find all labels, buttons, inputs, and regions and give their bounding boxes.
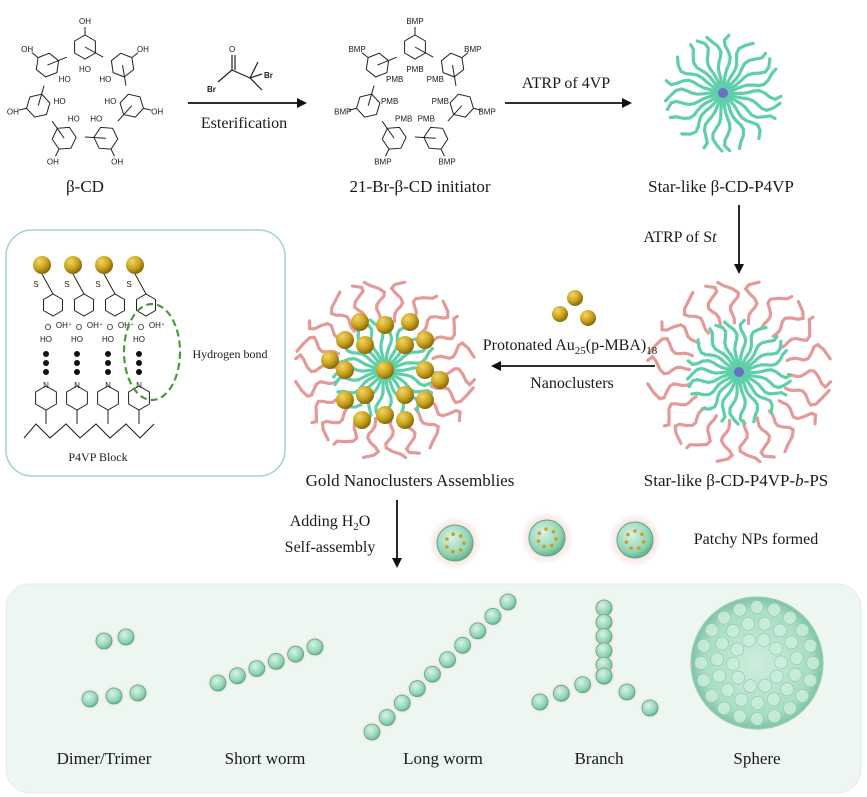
reagent-br-right: Br	[264, 71, 273, 80]
gold-assembly-label: Gold Nanoclusters Assemblies	[306, 471, 515, 490]
morphology-label-dimer-trimer: Dimer/Trimer	[57, 749, 152, 768]
bmp-group-label: BMP	[478, 107, 495, 116]
hydroxyl-group-label: OH	[137, 45, 149, 54]
hydroxyl-atom-label: HO	[133, 335, 145, 344]
oxygen-atom-label: O	[107, 323, 113, 332]
sulfur-atom-label: S	[33, 280, 38, 289]
morphology-label-sphere: Sphere	[733, 749, 780, 768]
bmp-group-label: BMP	[406, 17, 423, 26]
reagent-br-left: Br	[207, 85, 216, 94]
bmp-group-label: PMB	[406, 65, 423, 74]
patchy-np-graphics	[428, 511, 662, 570]
morphology-label-long-worm: Long worm	[403, 749, 483, 768]
adding-water-label: Adding H2O	[290, 513, 371, 533]
oxygen-atom-label: O	[138, 323, 144, 332]
bmp-group-label: PMB	[381, 97, 398, 106]
hydroxyl-group-label: HO	[104, 97, 116, 106]
hydroxyl-group-label: HO	[90, 114, 102, 123]
nanocluster-label-line1: Protonated Au25(p-MBA)18	[483, 337, 658, 357]
bmp-group-label: BMP	[438, 158, 455, 167]
hydroxyl-group-label: OH	[21, 45, 33, 54]
initiator-label: 21-Br-β-CD initiator	[350, 177, 491, 196]
bmp-group-label: PMB	[395, 114, 412, 123]
star-p4vp-b-ps-label: Star-like β-CD-P4VP-b-PS	[644, 471, 828, 490]
esterification-label: Esterification	[201, 115, 287, 132]
hydroxyl-group-label: HO	[54, 97, 66, 106]
initiator-structure: BMP PMB BMP PMB BMP PMB BMP PMB BMP PMB BMP PMB BMP P…	[334, 17, 496, 167]
hydroxyl-group-label: HO	[68, 114, 80, 123]
protonated-oxygen-label: OH⁺	[56, 321, 72, 330]
atrp-4vp-label: ATRP of 4VP	[522, 75, 610, 92]
bmp-group-label: BMP	[464, 45, 481, 54]
protonated-oxygen-label: OH⁺	[87, 321, 103, 330]
hydroxyl-group-label: OH	[111, 158, 123, 167]
hydroxyl-group-label: OH	[47, 158, 59, 167]
hydroxyl-group-label: HO	[79, 65, 91, 74]
bmp-group-label: PMB	[418, 114, 435, 123]
self-assembly-label: Self-assembly	[285, 539, 376, 556]
hydroxyl-atom-label: HO	[40, 335, 52, 344]
sulfur-atom-label: S	[126, 280, 131, 289]
bmp-group-label: PMB	[386, 75, 403, 84]
nanocluster-label-line2: Nanoclusters	[530, 375, 614, 392]
star-p4vp-b-ps-graphic	[648, 282, 831, 461]
protonated-oxygen-label: OH⁺	[149, 321, 165, 330]
hydroxyl-atom-label: HO	[102, 335, 114, 344]
reagent-oxygen: O	[229, 45, 235, 54]
gold-assembly-graphic	[296, 282, 475, 457]
morphology-label-branch: Branch	[574, 749, 624, 768]
patchy-np-label: Patchy NPs formed	[694, 531, 818, 548]
hydroxyl-group-label: OH	[79, 17, 91, 26]
beta-cd-label: β-CD	[66, 177, 104, 196]
hydroxyl-atom-label: HO	[71, 335, 83, 344]
bmp-group-label: PMB	[427, 75, 444, 84]
bmp-group-label: PMB	[432, 97, 449, 106]
hydroxyl-group-label: HO	[99, 75, 111, 84]
oxygen-atom-label: O	[45, 323, 51, 332]
sulfur-atom-label: S	[64, 280, 69, 289]
hydroxyl-group-label: HO	[59, 75, 71, 84]
sulfur-atom-label: S	[95, 280, 100, 289]
protonated-oxygen-label: OH⁺	[118, 321, 134, 330]
star-p4vp-graphic	[666, 35, 781, 151]
hydroxyl-group-label: OH	[7, 107, 19, 116]
p4vp-block-label: P4VP Block	[68, 450, 127, 464]
hydrogen-bond-label: Hydrogen bond	[193, 347, 268, 361]
oxygen-atom-label: O	[76, 323, 82, 332]
beta-cd-structure: OH HO OH HO OH HO OH HO OH HO OH HO OH HO	[7, 17, 164, 167]
atrp-st-label: ATRP of St	[643, 229, 717, 246]
reagent-structure	[218, 55, 262, 90]
bmp-group-label: BMP	[348, 45, 365, 54]
star-p4vp-label: Star-like β-CD-P4VP	[648, 177, 794, 196]
bmp-group-label: BMP	[374, 158, 391, 167]
hydroxyl-group-label: OH	[151, 107, 163, 116]
bmp-group-label: BMP	[334, 107, 351, 116]
morphology-label-short-worm: Short worm	[225, 749, 306, 768]
nanocluster-gold-spheres	[552, 290, 596, 326]
